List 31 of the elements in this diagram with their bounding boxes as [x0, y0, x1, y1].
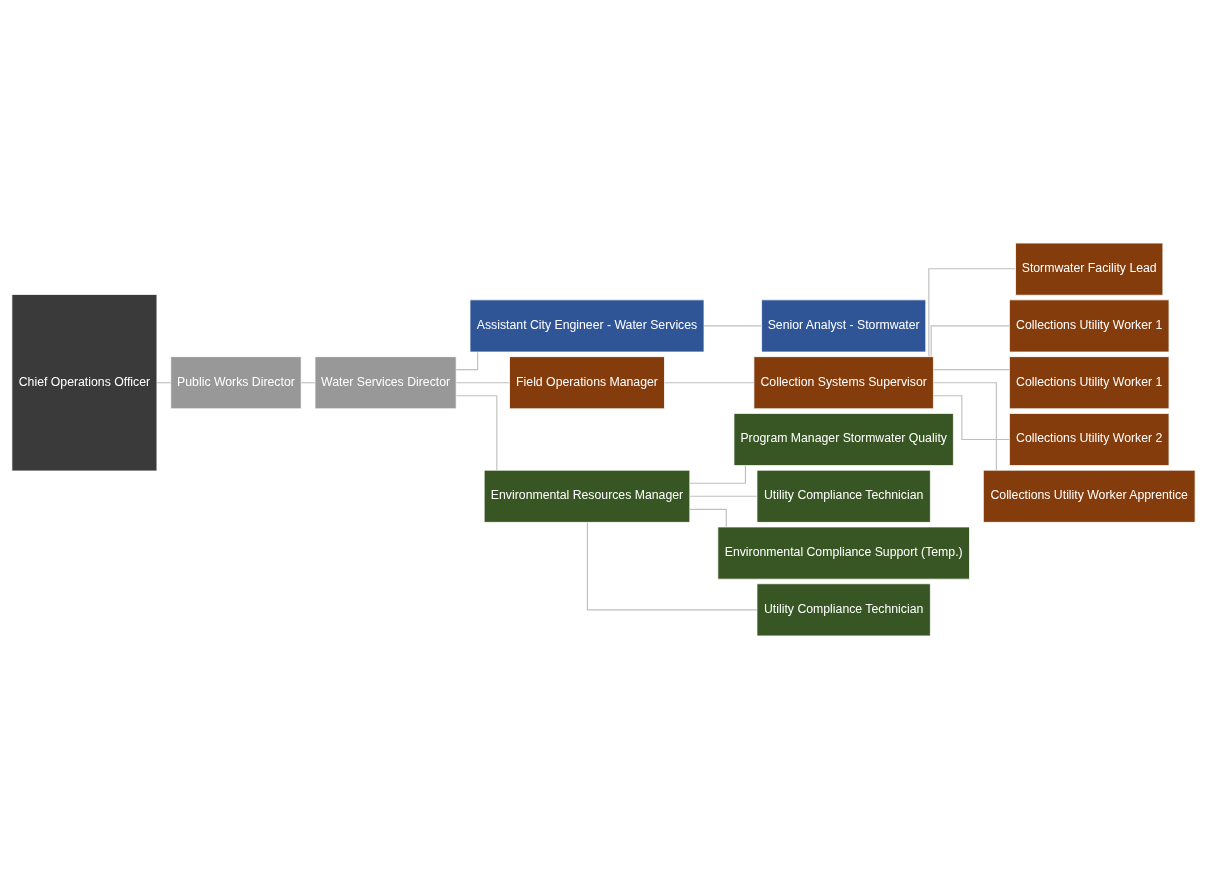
node-box: Program Manager Stormwater Quality — [733, 412, 954, 466]
connector — [586, 521, 758, 610]
node-box: Water Services Director — [314, 355, 457, 409]
connector — [689, 464, 747, 484]
connector — [933, 368, 1010, 370]
node-box: Utility Compliance Technician — [756, 469, 931, 523]
connector — [689, 508, 727, 527]
node-box: Assistant City Engineer - Water Services — [469, 298, 705, 352]
node-box: Field Operations Manager — [509, 355, 665, 409]
node-box: Chief Operations Officer — [11, 293, 158, 471]
node-box: Public Works Director — [170, 355, 302, 409]
connector — [928, 267, 1016, 357]
connector — [664, 381, 755, 383]
node-box: Environmental Resources Manager — [483, 469, 691, 523]
node-box: Senior Analyst - Stormwater — [761, 298, 927, 352]
node-box: Collections Utility Worker 2 — [1009, 412, 1170, 466]
connector — [455, 381, 510, 383]
connector — [703, 324, 762, 326]
connector — [932, 394, 1010, 440]
connector — [455, 394, 498, 471]
node-box: Collections Utility Worker Apprentice — [982, 469, 1196, 523]
node-box: Stormwater Facility Lead — [1015, 242, 1164, 296]
node-box: Environmental Compliance Support (Temp.) — [717, 526, 970, 580]
node-box: Collections Utility Worker 1 — [1009, 355, 1170, 409]
connector — [930, 324, 1010, 357]
node-box: Collections Utility Worker 1 — [1009, 298, 1170, 352]
connector — [689, 495, 758, 497]
connector — [933, 381, 997, 470]
node-box: Utility Compliance Technician — [756, 582, 931, 636]
node-box: Collection Systems Supervisor — [753, 355, 934, 409]
connector — [455, 351, 479, 370]
